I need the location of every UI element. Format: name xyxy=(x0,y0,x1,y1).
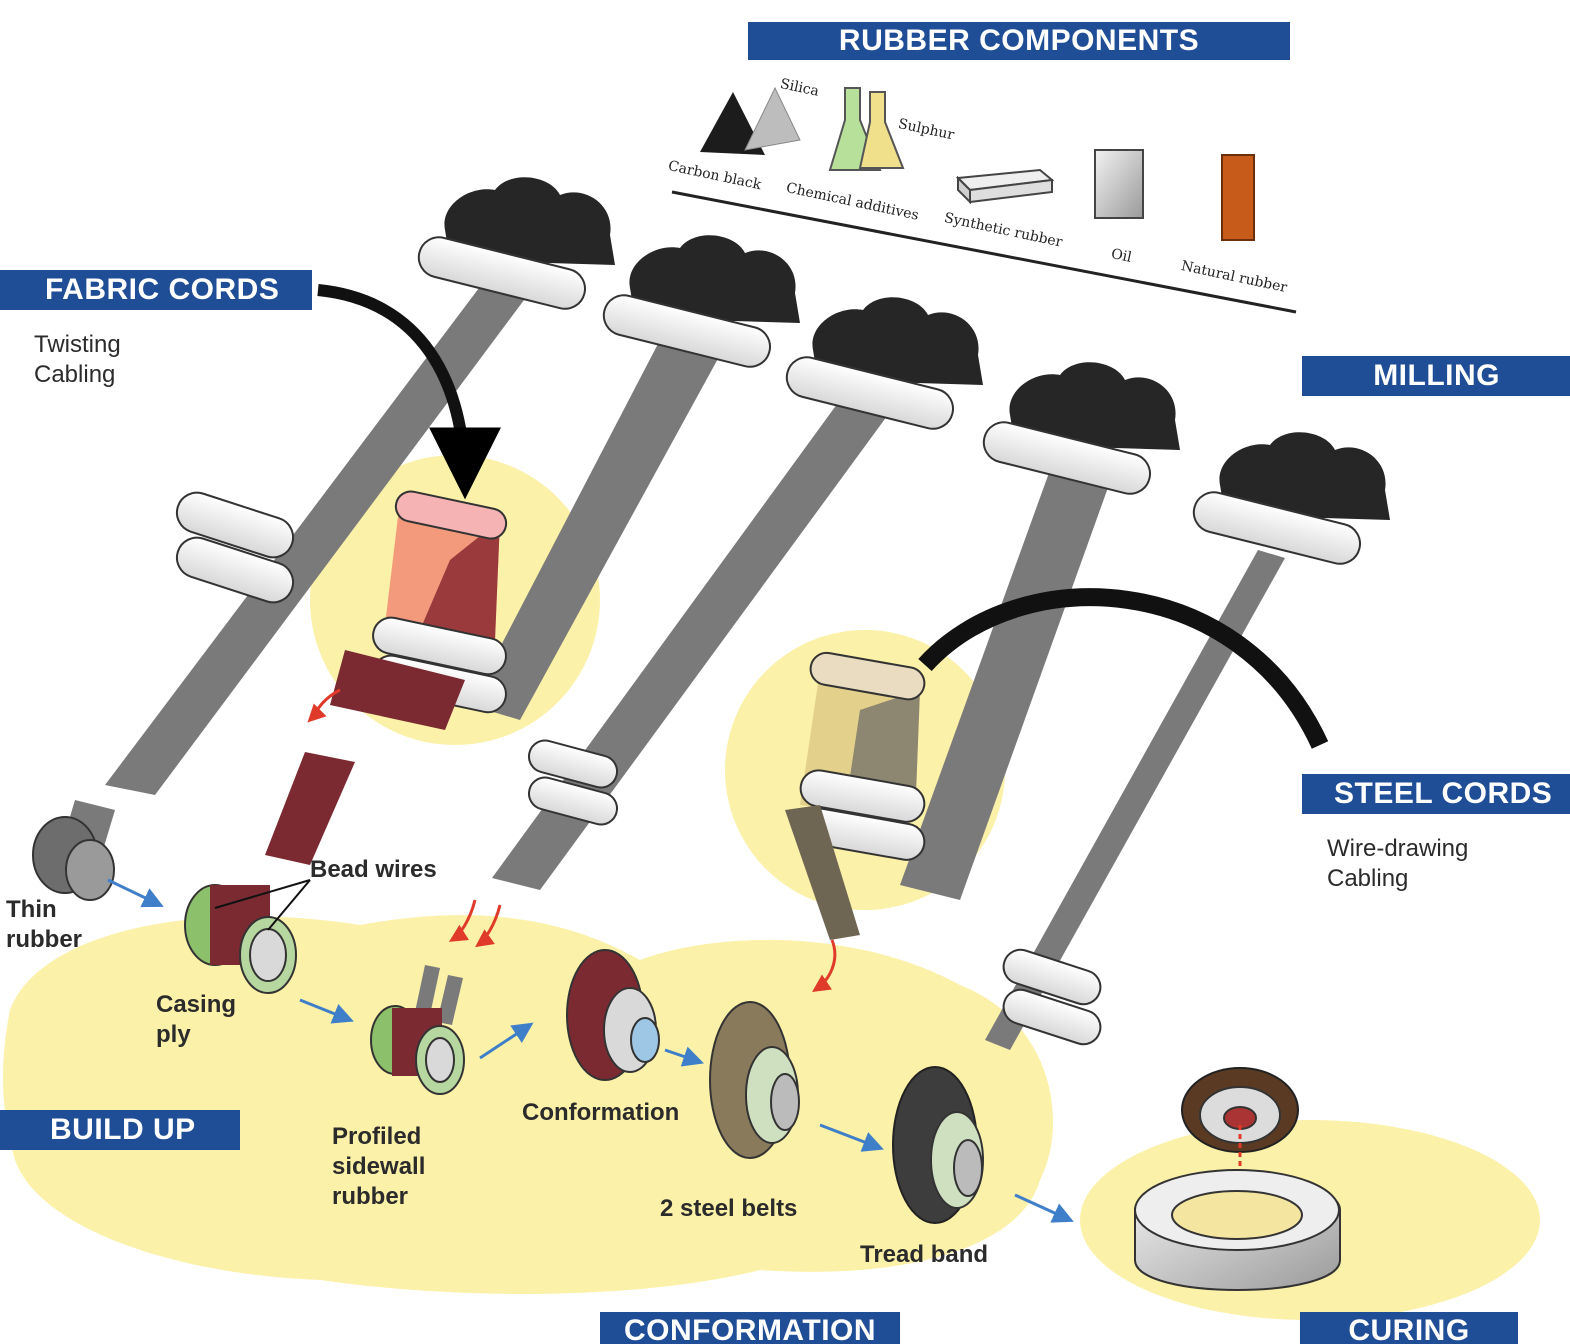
process-arrows xyxy=(107,878,1074,1223)
sheet-2 xyxy=(470,340,720,720)
rubber-components-banner: RUBBER COMPONENTS xyxy=(748,22,1290,60)
feed-arrows xyxy=(307,688,837,992)
tread-band-label: Tread band xyxy=(860,1241,989,1268)
sheet-4 xyxy=(900,470,1110,900)
build-up-banner: BUILD UP xyxy=(0,1110,240,1150)
bead-wire-pointers xyxy=(214,879,311,931)
fabric-cords-banner: FABRIC CORDS xyxy=(0,270,312,310)
thin-rubber-roll xyxy=(32,800,115,901)
fabric-sheet-dark xyxy=(420,520,500,640)
sidewall-line-2: sidewall xyxy=(332,1153,426,1180)
casing-ply-line-2: ply xyxy=(156,1021,191,1048)
fabric-cords-subtitle: Twisting Cabling xyxy=(34,330,121,390)
thin-rubber-label: Thin rubber xyxy=(6,895,82,955)
bead-wires-label: Bead wires xyxy=(310,856,437,883)
steel-belt-strip xyxy=(785,805,860,940)
tread-band-drum xyxy=(892,1066,984,1224)
rollers-left xyxy=(175,491,295,604)
natural-rubber-icon xyxy=(1221,154,1255,241)
sidewall-strip-2 xyxy=(437,975,463,1025)
rollers-middle xyxy=(527,739,619,826)
rubber-component-icons xyxy=(671,86,1297,314)
curing-banner: CURING xyxy=(1300,1312,1518,1344)
conformation-drum xyxy=(566,949,660,1081)
mixing-mills xyxy=(417,177,1390,565)
mill-2 xyxy=(602,235,800,368)
steel-calender xyxy=(785,651,926,940)
conformation-step-label: Conformation xyxy=(522,1099,680,1126)
sheet-5 xyxy=(985,550,1285,1050)
steel-cords-arrow xyxy=(918,588,1329,749)
fabric-step-2: Cabling xyxy=(34,361,116,388)
flask-yellow-icon xyxy=(858,91,905,169)
thin-rubber-line-1: Thin xyxy=(6,896,57,923)
calender-roll-1 xyxy=(372,616,507,676)
conformation-banner: CONFORMATION xyxy=(600,1312,900,1344)
steel-roll-1 xyxy=(799,769,926,823)
mill-1 xyxy=(417,177,615,310)
synthetic-rubber-block-icon xyxy=(955,168,1055,205)
milling-banner: MILLING xyxy=(1302,356,1570,396)
thin-rubber-line-2: rubber xyxy=(6,926,83,953)
mill-5 xyxy=(1192,432,1390,565)
rollers-right xyxy=(1002,948,1102,1046)
steel-roll-top xyxy=(809,651,926,701)
steel-step-1: Wire-drawing xyxy=(1327,835,1469,862)
fabric-calender xyxy=(330,490,508,730)
build-drums xyxy=(184,884,984,1224)
profiled-sidewall-drum xyxy=(370,1005,465,1095)
sidewall-line-1: Profiled xyxy=(332,1123,422,1150)
steel-belts-label: 2 steel belts xyxy=(660,1195,798,1222)
oil-can-icon xyxy=(1094,149,1144,219)
sheet-1 xyxy=(105,280,530,795)
fabric-cords-arrow xyxy=(317,284,501,500)
steel-belts-drum xyxy=(709,1001,800,1159)
carbon-black-icon xyxy=(700,92,765,155)
silica-icon xyxy=(744,86,801,151)
sidewall-line-3: rubber xyxy=(332,1183,409,1210)
casing-ply-sheet xyxy=(330,650,465,730)
casing-ply-strip xyxy=(265,752,355,865)
roller-stacks xyxy=(175,491,1102,1046)
sidewall-strip-1 xyxy=(415,965,440,1015)
mill-4 xyxy=(982,362,1180,495)
build-up-zone xyxy=(3,915,1054,1294)
casing-ply-drum xyxy=(184,884,297,994)
profiled-sidewall-label: Profiled sidewall rubber xyxy=(332,1122,425,1212)
steel-step-2: Cabling xyxy=(1327,865,1409,892)
fabric-step-1: Twisting xyxy=(34,331,121,358)
casing-ply-label: Casing ply xyxy=(156,990,236,1050)
casing-ply-line-1: Casing xyxy=(156,991,237,1018)
steel-cords-subtitle: Wire-drawing Cabling xyxy=(1327,834,1468,894)
fabric-roll-top xyxy=(394,490,508,540)
components-baseline xyxy=(671,190,1297,314)
steel-cords-banner: STEEL CORDS xyxy=(1302,774,1570,814)
curing-press xyxy=(1134,1067,1341,1291)
mill-3 xyxy=(785,297,983,430)
